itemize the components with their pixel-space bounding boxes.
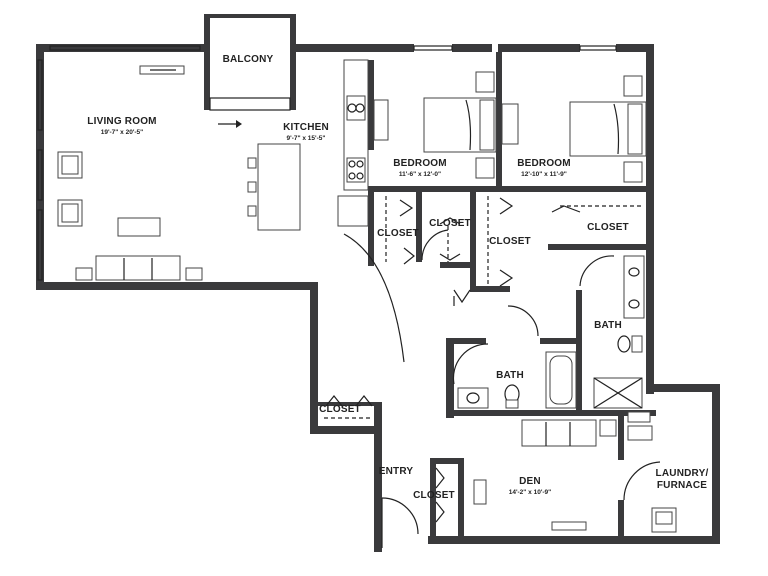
wall-balcony-left <box>204 14 210 110</box>
wall-bed1-left <box>368 60 374 150</box>
label-closet-1: CLOSET <box>377 228 419 239</box>
wall-closet1-left <box>368 186 374 266</box>
label-closet-4: CLOSET <box>587 222 629 233</box>
label-bedroom-1: BEDROOM <box>393 158 447 169</box>
wall-top-bed2b <box>616 44 654 52</box>
dims-living-room: 19'-7" x 20'-5" <box>101 129 144 136</box>
label-balcony: BALCONY <box>223 54 274 65</box>
exterior-walls <box>36 14 720 552</box>
wall-closet2-bottom <box>440 262 476 268</box>
wall-top-mid <box>294 44 414 52</box>
wall-living-left <box>36 50 44 290</box>
wall-closet4-bottom <box>548 244 648 250</box>
wall-bath1-top <box>446 338 486 344</box>
wall-laundry-left-bottom <box>618 500 624 540</box>
bath-2-fixtures <box>593 255 645 409</box>
label-bedroom-2: BEDROOM <box>517 158 571 169</box>
wall-bath1-top-right <box>540 338 582 344</box>
kitchen-counter <box>337 59 369 227</box>
label-den: DEN <box>519 476 541 487</box>
wall-closet-bottom <box>310 426 378 434</box>
label-closet-3: CLOSET <box>489 236 531 247</box>
wall-bath2-left <box>576 290 582 410</box>
closet-shelves <box>324 196 642 419</box>
label-laundry: LAUNDRY/ <box>656 468 709 479</box>
wall-den-closet-top <box>430 458 464 464</box>
closet-bifold-doors <box>325 197 581 523</box>
wall-hall-closet-top <box>318 402 378 406</box>
label-bath-2: BATH <box>594 320 622 331</box>
wall-closet1-right <box>416 192 422 262</box>
living-furniture <box>57 65 203 281</box>
label-closet-5: CLOSET <box>319 404 361 415</box>
wall-bath1-left <box>446 338 454 418</box>
laundry-fixtures <box>627 411 677 533</box>
wall-top-bed1 <box>452 44 492 52</box>
wall-den-closet-left <box>430 458 436 542</box>
wall-bed-divider <box>496 52 502 192</box>
wall-balcony-top <box>204 14 296 18</box>
wall-balcony-right <box>290 14 296 110</box>
wall-living-bottom <box>36 282 316 290</box>
dims-den: 14'-2" x 10'-9" <box>509 489 552 496</box>
den-furniture <box>473 419 617 531</box>
wall-laundry-left-top <box>618 410 624 460</box>
windows <box>37 45 617 281</box>
wall-den-closet-right <box>458 458 464 542</box>
wall-laundry-top <box>654 384 718 392</box>
wall-top-bed2a <box>498 44 580 52</box>
bedroom-1-bed <box>373 71 497 179</box>
doors <box>343 229 661 548</box>
label-living-room: LIVING ROOM <box>87 116 156 127</box>
wall-closet3-bottom <box>470 286 510 292</box>
interior-walls <box>318 52 656 542</box>
wall-living-top <box>36 44 206 52</box>
dims-bedroom-2: 12'-10" x 11'-9" <box>521 171 567 178</box>
label-entry: ENTRY <box>379 466 414 477</box>
label-bath-1: BATH <box>496 370 524 381</box>
wall-bed1-bottom <box>368 186 502 192</box>
wall-laundry-right <box>712 384 720 544</box>
label-kitchen: KITCHEN <box>283 122 329 133</box>
arrow-icon <box>218 120 242 128</box>
bedroom-2-bed <box>501 75 647 183</box>
dims-kitchen: 9'-7" x 15'-5" <box>287 135 326 142</box>
wall-entry-left <box>374 402 382 552</box>
wall-right-upper <box>646 44 654 394</box>
kitchen-island <box>247 143 301 231</box>
wall-lower-left <box>310 282 318 432</box>
wall-closet3-left <box>470 192 476 292</box>
label-closet-2: CLOSET <box>429 218 471 229</box>
label-furnace: FURNACE <box>657 480 707 491</box>
bath-1-fixtures <box>457 351 577 409</box>
wall-bath-bottom <box>446 410 656 416</box>
wall-bottom <box>428 536 718 544</box>
label-closet-6: CLOSET <box>413 490 455 501</box>
wall-bed2-bottom <box>502 186 648 192</box>
dims-bedroom-1: 11'-6" x 12'-0" <box>399 171 441 178</box>
